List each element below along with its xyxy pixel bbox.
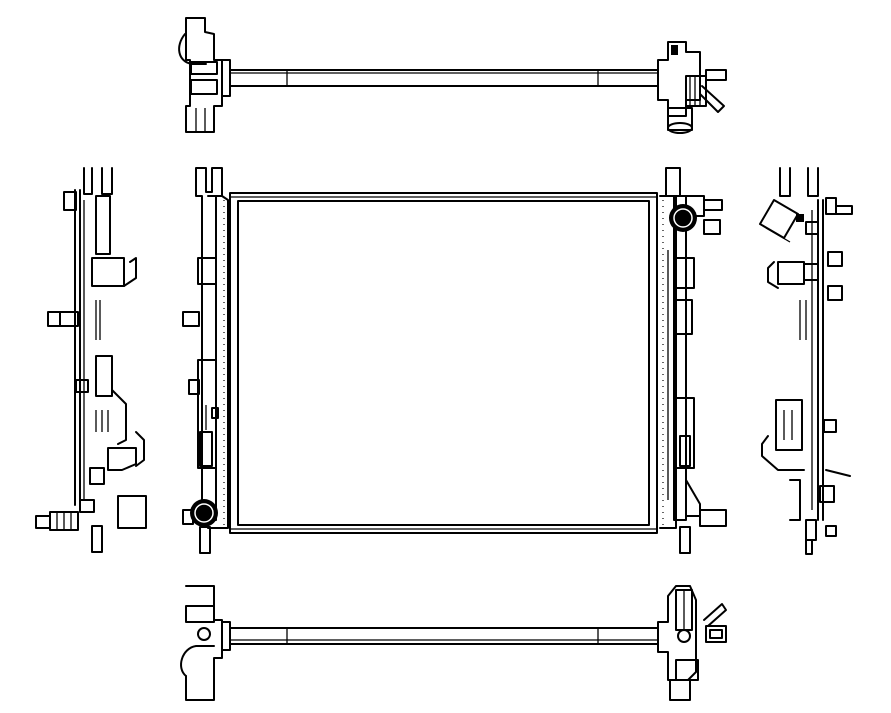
bottom-view (180, 585, 727, 701)
right-side-view (759, 167, 853, 555)
bottom-view-left-bracket (180, 585, 231, 701)
front-view-right-tank (659, 167, 727, 554)
bottom-view-tube (229, 627, 659, 645)
left-side-view (35, 167, 147, 553)
top-view (178, 17, 727, 134)
top-view-left-bracket (178, 17, 231, 133)
front-view (182, 167, 727, 554)
top-view-tube (229, 69, 659, 87)
front-view-left-tank (182, 167, 229, 554)
bottom-view-right-bracket (657, 585, 727, 701)
radiator-core (223, 192, 664, 534)
top-view-right-bracket (657, 41, 727, 134)
